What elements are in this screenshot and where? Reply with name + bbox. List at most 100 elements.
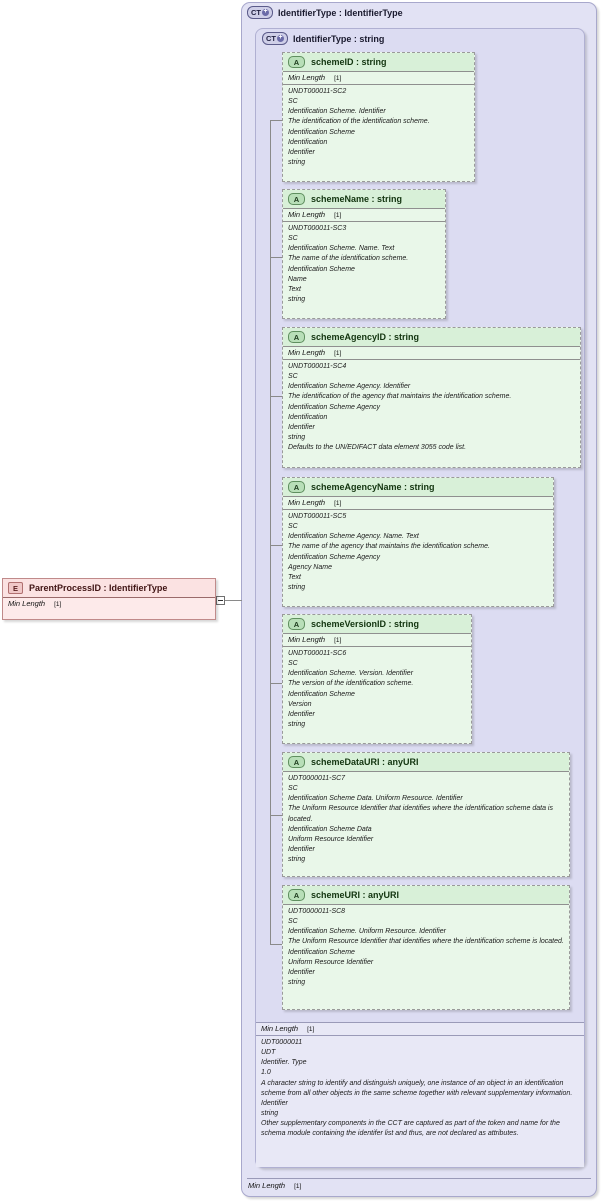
element-icon: E — [8, 582, 23, 594]
doc-line: Identification Scheme Agency. Name. Text — [288, 533, 419, 541]
doc-line: Identifier — [288, 845, 315, 853]
doc-line: Defaults to the UN/EDIFACT data element … — [288, 444, 467, 452]
element-box-parentprocessid[interactable]: E ParentProcessID : IdentifierType Min L… — [2, 578, 216, 620]
doc-line: UNDT000011-SC4 — [288, 363, 347, 370]
facet-name: Min Length — [288, 210, 326, 219]
attribute-documentation: UNDT000011-SC6 SC Identification Scheme.… — [283, 647, 471, 733]
complextype-icon-label: CT — [251, 8, 261, 17]
facet-value: [1] — [334, 637, 342, 644]
connector-element-stub — [225, 600, 242, 601]
attribute-box-schemeid[interactable]: A schemeID : string Min Length [1] UNDT0… — [282, 52, 475, 182]
attribute-box-schemeversionid[interactable]: A schemeVersionID : string Min Length [1… — [282, 614, 472, 744]
doc-line: Identification Scheme Agency — [288, 403, 380, 411]
doc-line: Identifier — [261, 1099, 288, 1107]
element-title: ParentProcessID : IdentifierType — [29, 583, 168, 593]
connector-to-attribute — [270, 396, 282, 397]
attribute-icon: A — [288, 56, 305, 68]
facet-name: Min Length — [288, 498, 326, 507]
doc-line: string — [288, 720, 306, 728]
element-facet-row: Min Length [1] — [3, 598, 215, 610]
attribute-box-schemedatauri[interactable]: A schemeDataURI : anyURI UDT0000011-SC7 … — [282, 752, 570, 877]
complextype-outer-facet-row: Min Length [1] — [248, 1181, 301, 1190]
doc-line: Identifier — [288, 423, 315, 431]
doc-line: Identifier — [288, 968, 315, 976]
doc-line: The name of the identification scheme. — [288, 255, 409, 263]
doc-line: Agency Name — [288, 563, 332, 571]
facet-name: Min Length — [8, 599, 46, 608]
attribute-documentation: UNDT000011-SC2 SC Identification Scheme.… — [283, 85, 474, 171]
complextype-icon[interactable]: CT+ — [262, 32, 288, 45]
facet-value: [1] — [334, 75, 342, 82]
connector-to-attribute — [270, 815, 282, 816]
doc-line: Identifier. Type — [261, 1059, 307, 1067]
attribute-header: A schemeAgencyName : string — [283, 478, 553, 497]
connector-to-attribute — [270, 120, 282, 121]
complextype-icon[interactable]: CT+ — [247, 6, 273, 19]
attribute-icon: A — [288, 331, 305, 343]
attribute-facet-row: Min Length [1] — [283, 497, 553, 510]
doc-line: The Uniform Resource Identifier that ide… — [288, 938, 564, 946]
doc-line: Identification Scheme. Version. Identifi… — [288, 670, 414, 678]
doc-line: string — [288, 295, 306, 303]
expand-plus-icon[interactable]: + — [277, 34, 284, 42]
doc-line: UNDT000011-SC3 — [288, 225, 347, 232]
doc-line: SC — [288, 785, 298, 793]
attribute-facet-row: Min Length [1] — [283, 209, 445, 222]
doc-line: Text — [288, 285, 301, 293]
doc-line: A character string to identify and disti… — [261, 1079, 573, 1097]
doc-line: SC — [288, 373, 298, 381]
attribute-documentation: UNDT000011-SC4 SC Identification Scheme … — [283, 360, 580, 456]
complextype-icon-label: CT — [266, 34, 276, 43]
doc-line: Identification Scheme Agency. Identifier — [288, 383, 411, 391]
attribute-box-schemeagencyid[interactable]: A schemeAgencyID : string Min Length [1]… — [282, 327, 581, 468]
doc-line: Other supplementary components in the CC… — [261, 1120, 560, 1138]
doc-line: Uniform Resource Identifier — [288, 835, 374, 843]
doc-line: Identification Scheme. Name. Text — [288, 245, 395, 253]
facet-name: Min Length — [288, 635, 326, 644]
doc-line: SC — [288, 98, 298, 106]
doc-line: Identification Scheme — [288, 265, 355, 273]
attribute-title: schemeDataURI : anyURI — [311, 757, 419, 767]
doc-line: Identification Scheme. Identifier — [288, 108, 386, 116]
attribute-box-schemeagencyname[interactable]: A schemeAgencyName : string Min Length [… — [282, 477, 554, 607]
facet-name: Min Length — [288, 348, 326, 357]
expand-plus-icon[interactable]: + — [262, 8, 269, 16]
complextype-outer-title: IdentifierType : IdentifierType — [278, 7, 403, 18]
complextype-inner-title-row: CT+ IdentifierType : string — [262, 32, 384, 45]
connector-to-attribute — [270, 683, 282, 684]
doc-line: Identifier — [288, 148, 315, 156]
element-header: E ParentProcessID : IdentifierType — [3, 579, 215, 598]
attribute-title: schemeName : string — [311, 194, 403, 204]
doc-line: 1.0 — [261, 1069, 271, 1077]
doc-line: Text — [288, 573, 301, 581]
doc-line: string — [288, 583, 306, 591]
doc-line: Identification Scheme. Uniform Resource.… — [288, 928, 446, 936]
facet-value: [1] — [294, 1183, 302, 1190]
attribute-box-schemeuri[interactable]: A schemeURI : anyURI UDT0000011-SC8 SC I… — [282, 885, 570, 1010]
outer-facet-divider — [247, 1178, 591, 1179]
doc-line: The Uniform Resource Identifier that ide… — [288, 805, 553, 823]
doc-line: Identification Scheme Agency — [288, 553, 380, 561]
element-expand-toggle[interactable] — [216, 596, 225, 605]
connector-to-attribute — [270, 545, 282, 546]
facet-name: Min Length — [248, 1181, 286, 1190]
attribute-documentation: UDT0000011-SC7 SC Identification Scheme … — [283, 772, 569, 868]
attribute-box-schemename[interactable]: A schemeName : string Min Length [1] UND… — [282, 189, 446, 319]
facet-name: Min Length — [261, 1024, 299, 1033]
attribute-header: A schemeAgencyID : string — [283, 328, 580, 347]
doc-line: UDT0000011-SC7 — [288, 775, 346, 782]
connector-to-attribute — [270, 944, 282, 945]
doc-line: UNDT000011-SC2 — [288, 88, 347, 95]
doc-line: SC — [288, 660, 298, 668]
doc-line: Identification Scheme — [288, 128, 355, 136]
doc-line: Identification — [288, 138, 328, 146]
doc-line: Uniform Resource Identifier — [288, 958, 374, 966]
connector-attribute-spine — [270, 120, 271, 944]
doc-line: SC — [288, 523, 298, 531]
complextype-outer-title-row: CT+ IdentifierType : IdentifierType — [247, 6, 403, 19]
doc-line: string — [261, 1109, 279, 1117]
attribute-documentation: UNDT000011-SC3 SC Identification Scheme.… — [283, 222, 445, 308]
doc-line: Identification Scheme — [288, 948, 355, 956]
doc-line: The identification of the agency that ma… — [288, 393, 512, 401]
doc-line: UDT0000011-SC8 — [288, 908, 346, 915]
